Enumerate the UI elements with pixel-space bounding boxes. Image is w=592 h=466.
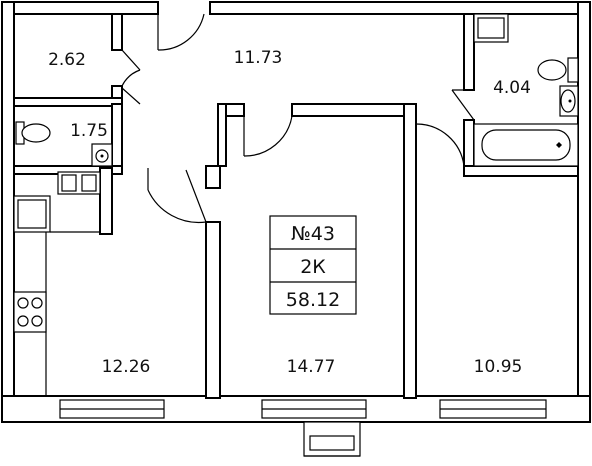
bathtub-icon (473, 123, 579, 167)
room2-door-arc (415, 123, 465, 167)
wall-top-right (209, 1, 591, 15)
apartment-info: №43 2К 58.12 (269, 215, 357, 315)
area-kitchen: 12.26 (102, 357, 151, 377)
bathroom-sink-icon (559, 85, 579, 117)
area-hallway: 11.73 (234, 48, 283, 68)
kitchen-counter (13, 195, 100, 396)
interior-walls (13, 13, 579, 399)
room-labels: 2.62 11.73 4.04 1.75 12.26 14.77 10.95 (48, 48, 531, 377)
bathroom-door-leaf (451, 89, 475, 121)
storage-door-arc (121, 69, 141, 87)
area-bathroom: 4.04 (493, 78, 531, 98)
balcony-door (303, 421, 361, 457)
wall-kitchen-divider (99, 167, 113, 235)
wall-storage-right-top (111, 13, 123, 51)
entrance-door-arc (157, 13, 205, 51)
balcony-step (309, 435, 355, 451)
wall-storage-bottom (13, 97, 123, 107)
wall-top-left (1, 1, 159, 15)
stove-icon (13, 291, 47, 333)
kitchen-door-arc (147, 189, 207, 224)
sink-icon (91, 143, 113, 167)
washing-machine-icon (473, 13, 509, 43)
kitchen-sink-icon (57, 171, 101, 195)
wall-room1-room2 (403, 103, 417, 399)
wall-wc-right (111, 103, 123, 169)
area-storage: 2.62 (48, 50, 86, 70)
wall-room1-left-top (217, 103, 227, 167)
area-wc: 1.75 (70, 121, 108, 141)
area-room-2: 10.95 (474, 357, 523, 377)
wall-room1-top-right (291, 103, 415, 117)
fixtures (13, 13, 579, 396)
apartment-number: №43 (291, 223, 335, 245)
room1-door-arc (243, 115, 293, 157)
wall-bath-bottom (463, 165, 579, 177)
wall-bath-left-top (463, 13, 475, 91)
wall-right (577, 1, 591, 403)
wall-left (1, 1, 15, 403)
apartment-type: 2К (300, 256, 326, 278)
windows (59, 399, 547, 419)
info-box (269, 215, 357, 315)
toilet-icon (15, 121, 51, 145)
area-room-1: 14.77 (287, 357, 336, 377)
bathroom-toilet-icon (537, 57, 579, 83)
apartment-total-area: 58.12 (286, 289, 340, 311)
wall-kitchen-room1-top (205, 165, 221, 189)
doors (121, 8, 475, 224)
wall-kitchen-room1 (205, 221, 221, 399)
